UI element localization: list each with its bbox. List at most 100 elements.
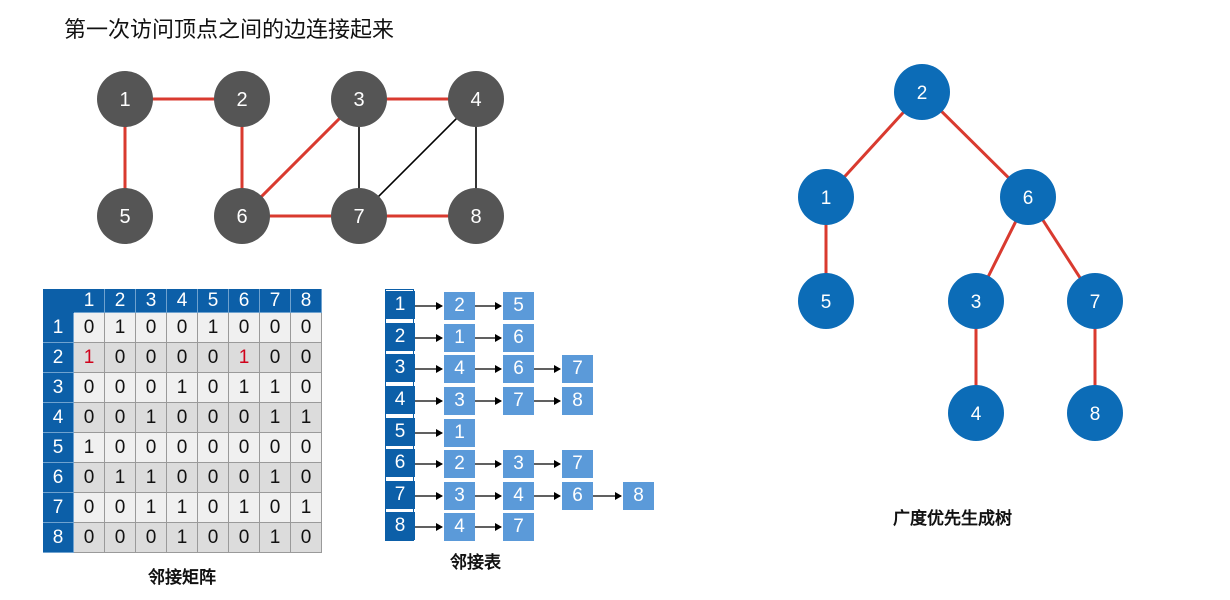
list-head-5: 5 <box>385 418 415 446</box>
graph-node-circle <box>448 71 504 127</box>
matrix-cell: 0 <box>136 313 167 343</box>
list-node: 1 <box>444 324 475 352</box>
matrix-row-header: 7 <box>43 493 74 523</box>
matrix-cell: 1 <box>167 523 198 553</box>
matrix-cell: 0 <box>105 523 136 553</box>
matrix-cell: 0 <box>105 403 136 433</box>
list-arrowhead <box>554 492 561 500</box>
matrix-cell: 0 <box>229 463 260 493</box>
tree-node-circle <box>948 385 1004 441</box>
list-node: 4 <box>503 482 534 510</box>
matrix-col-header: 2 <box>105 289 136 313</box>
graph-node-circle <box>97 71 153 127</box>
tree-node-circle <box>798 273 854 329</box>
list-arrowhead <box>554 397 561 405</box>
matrix-cell: 0 <box>229 403 260 433</box>
list-arrowhead <box>436 365 443 373</box>
matrix-cell: 0 <box>105 433 136 463</box>
matrix-cell: 0 <box>229 523 260 553</box>
tree-edges <box>824 90 1097 413</box>
matrix-col-header: 1 <box>74 289 105 313</box>
graph-node-8: 8 <box>448 188 504 244</box>
tree-node-circle <box>1067 385 1123 441</box>
matrix-cell: 0 <box>198 373 229 403</box>
matrix-row-header: 4 <box>43 403 74 433</box>
matrix-col-header: 5 <box>198 289 229 313</box>
matrix-cell: 1 <box>136 463 167 493</box>
matrix-col-header: 4 <box>167 289 198 313</box>
matrix-cell: 0 <box>74 463 105 493</box>
graph-node-6: 6 <box>214 188 270 244</box>
list-node: 7 <box>503 513 534 541</box>
tree-node-3: 3 <box>948 273 1004 329</box>
graph-node-label: 8 <box>470 206 481 228</box>
matrix-cell: 0 <box>105 343 136 373</box>
list-node: 8 <box>562 387 593 415</box>
graph-node-label: 4 <box>470 89 481 111</box>
graph-node-circle <box>97 188 153 244</box>
list-node: 5 <box>503 292 534 320</box>
matrix-cell: 0 <box>167 403 198 433</box>
matrix-cell: 0 <box>74 523 105 553</box>
tree-caption: 广度优先生成树 <box>893 509 1012 529</box>
graph-node-5: 5 <box>97 188 153 244</box>
graph-node-1: 1 <box>97 71 153 127</box>
matrix-cell: 0 <box>198 493 229 523</box>
matrix-row-header: 5 <box>43 433 74 463</box>
tree-node-label: 5 <box>821 292 832 313</box>
list-arrowhead <box>495 302 502 310</box>
matrix-cell: 0 <box>167 433 198 463</box>
list-node: 3 <box>503 450 534 478</box>
matrix-cell: 0 <box>291 343 322 373</box>
matrix-cell: 0 <box>291 463 322 493</box>
graph-node-3: 3 <box>331 71 387 127</box>
list-arrowhead <box>436 397 443 405</box>
list-arrowhead <box>436 334 443 342</box>
matrix-cell: 1 <box>291 493 322 523</box>
list-head-3: 3 <box>385 354 415 382</box>
list-node: 8 <box>623 482 654 510</box>
matrix-cell: 0 <box>198 463 229 493</box>
matrix-cell: 0 <box>74 313 105 343</box>
list-arrowhead <box>495 365 502 373</box>
matrix-row-header: 3 <box>43 373 74 403</box>
list-node: 2 <box>444 450 475 478</box>
list-arrowhead <box>436 302 443 310</box>
graph-edges <box>123 97 477 218</box>
matrix-cell: 0 <box>229 313 260 343</box>
matrix-col-header: 8 <box>291 289 322 313</box>
matrix-cell: 1 <box>167 493 198 523</box>
list-arrowhead <box>436 492 443 500</box>
matrix-cell: 0 <box>291 373 322 403</box>
matrix-cell: 0 <box>260 343 291 373</box>
tree-node-circle <box>894 64 950 120</box>
matrix-row-header: 8 <box>43 523 74 553</box>
graph-node-label: 2 <box>236 89 247 111</box>
tree-node-circle <box>1000 169 1056 225</box>
list-arrowhead <box>495 523 502 531</box>
list-node: 2 <box>444 292 475 320</box>
matrix-cell: 1 <box>105 313 136 343</box>
diagram-title: 第一次访问顶点之间的边连接起来 <box>64 18 395 43</box>
graph-nodes: 1 2 3 4 5 6 7 8 <box>97 71 504 244</box>
tree-node-8: 8 <box>1067 385 1123 441</box>
list-head-4: 4 <box>385 386 415 414</box>
list-node: 6 <box>503 324 534 352</box>
tree-node-circle <box>1067 273 1123 329</box>
tree-node-label: 1 <box>821 188 832 209</box>
tree-node-label: 2 <box>917 83 928 104</box>
matrix-cell: 1 <box>291 403 322 433</box>
graph-node-7: 7 <box>331 188 387 244</box>
matrix-cell: 0 <box>136 433 167 463</box>
matrix-cell: 1 <box>260 373 291 403</box>
tree-node-2: 2 <box>894 64 950 120</box>
tree-node-1: 1 <box>798 169 854 225</box>
matrix-cell: 0 <box>136 523 167 553</box>
matrix-cell: 0 <box>260 313 291 343</box>
matrix-cell: 1 <box>229 493 260 523</box>
tree-node-6: 6 <box>1000 169 1056 225</box>
tree-node-4: 4 <box>948 385 1004 441</box>
tree-node-circle <box>948 273 1004 329</box>
matrix-cell: 1 <box>260 403 291 433</box>
